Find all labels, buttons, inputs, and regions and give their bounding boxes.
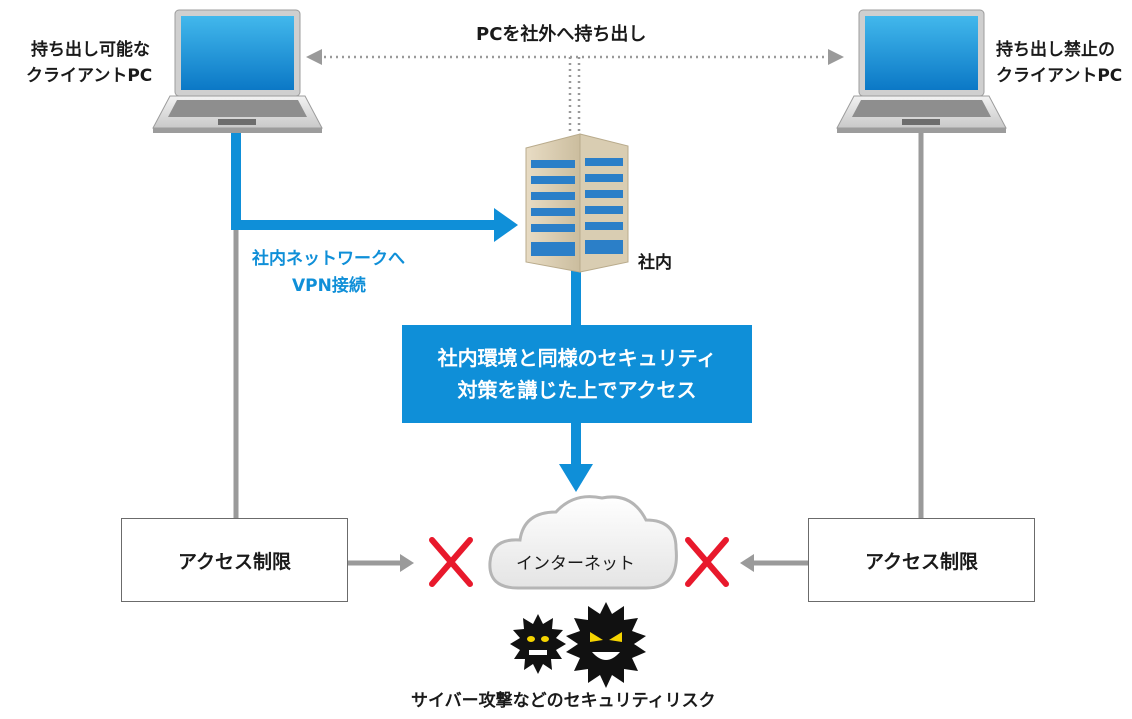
- vpn-arrowhead: [494, 208, 518, 242]
- security-box-line1: 社内環境と同様のセキュリティ: [437, 346, 717, 370]
- internet-cloud-icon: [488, 495, 678, 590]
- access-restriction-right: アクセス制限: [808, 518, 1035, 602]
- threat-label: サイバー攻撃などのセキュリティリスク: [411, 691, 716, 711]
- left-pc-label-line2: クライアントPC: [26, 66, 153, 86]
- right-pc-label-line1: 持ち出し禁止の: [996, 40, 1115, 60]
- office-arrowhead: [559, 464, 593, 492]
- left-access-arrowhead: [400, 554, 414, 572]
- top-arrowhead-right: [828, 49, 844, 65]
- left-block-x-icon: [429, 537, 473, 587]
- top-arrowhead-left: [306, 49, 322, 65]
- right-laptop-icon: [836, 9, 1007, 133]
- right-pc-label-line2: クライアントPC: [996, 66, 1123, 86]
- virus-small-icon: [510, 614, 566, 674]
- office-label: 社内: [638, 253, 672, 273]
- vpn-blue-path: [231, 133, 498, 230]
- right-block-x-icon: [685, 537, 729, 587]
- right-access-arrowhead: [740, 554, 754, 572]
- virus-large-icon: [566, 602, 646, 688]
- access-restriction-left: アクセス制限: [121, 518, 348, 602]
- office-building-icon: [525, 133, 629, 273]
- left-laptop-icon: [152, 9, 323, 133]
- internet-label: インターネット: [516, 554, 635, 574]
- top-label: PCを社外へ持ち出し: [476, 24, 647, 45]
- vpn-label-line1: 社内ネットワークへ: [252, 249, 405, 269]
- security-box-line2: 対策を講じた上でアクセス: [457, 378, 697, 402]
- vpn-label-line2: VPN接続: [292, 276, 366, 296]
- security-measures-box: 社内環境と同様のセキュリティ 対策を講じた上でアクセス: [402, 325, 752, 423]
- left-pc-label-line1: 持ち出し可能な: [31, 40, 150, 60]
